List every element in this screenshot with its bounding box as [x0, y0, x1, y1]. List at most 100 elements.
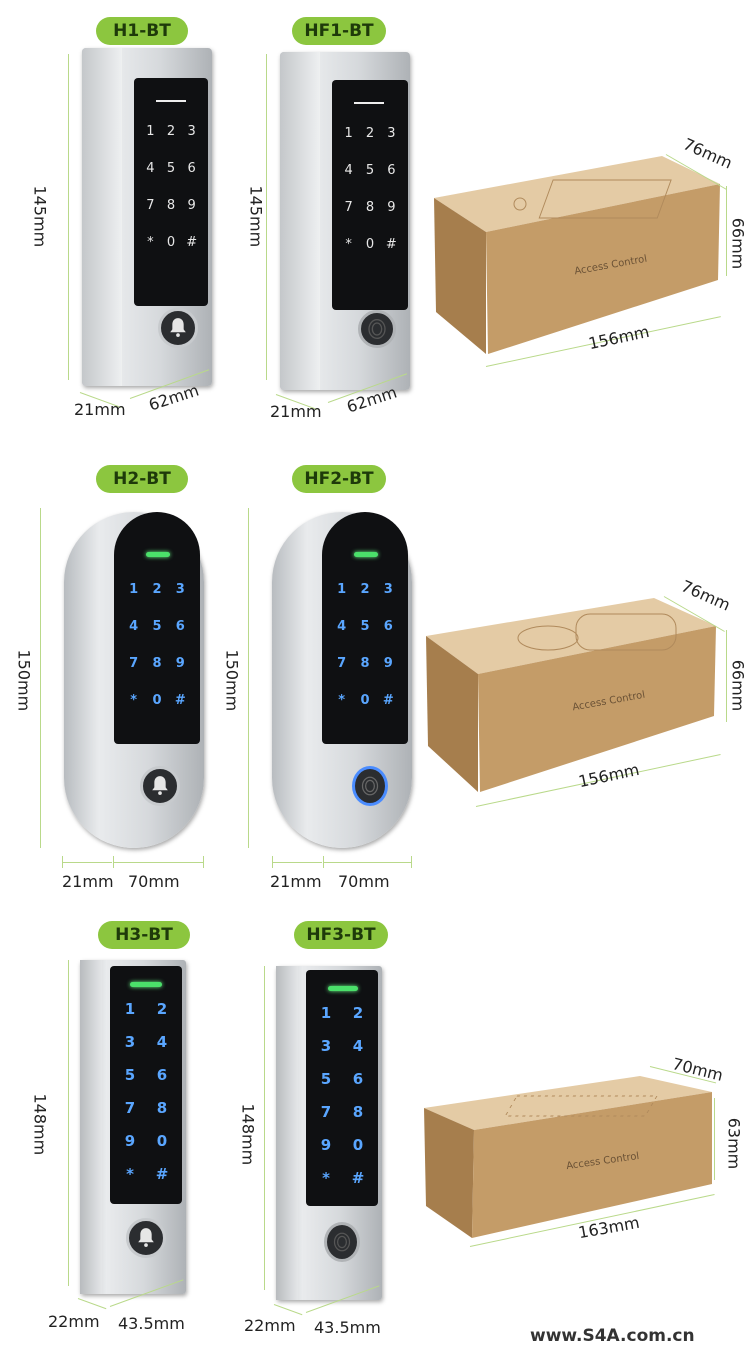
box-height-label: 66mm — [728, 659, 748, 712]
device-h2-bt: 1 2 3 4 5 6 7 8 9 * 0 # — [64, 512, 204, 848]
key: 0 — [365, 237, 375, 252]
key: * — [130, 693, 138, 708]
key: 6 — [352, 1070, 364, 1088]
keypad-panel: 1 2 3 4 5 6 7 8 9 * 0 # — [134, 78, 208, 306]
width-label: 70mm — [338, 872, 390, 891]
keypad: 1 2 3 4 5 6 7 8 9 * 0 # — [338, 126, 402, 274]
model-badge-h1-bt: H1-BT — [96, 17, 188, 45]
height-label: 148mm — [30, 1093, 50, 1156]
doorbell-button — [140, 766, 180, 806]
height-label: 150mm — [222, 649, 242, 712]
key: 2 — [166, 124, 176, 139]
key: 3 — [320, 1037, 332, 1055]
key: 9 — [175, 656, 185, 671]
depth-label: 21mm — [270, 402, 322, 421]
dim-tick — [411, 856, 412, 868]
depth-label: 21mm — [62, 872, 114, 891]
dim-tick — [62, 856, 63, 868]
key: 1 — [124, 1000, 136, 1018]
depth-label: 21mm — [270, 872, 322, 891]
height-line — [68, 54, 69, 380]
dim-tick — [113, 856, 114, 868]
key: 9 — [320, 1136, 332, 1154]
keypad: 1 2 3 4 5 6 7 8 9 0 * # — [114, 1000, 178, 1198]
key: 8 — [152, 656, 162, 671]
box-height-line — [726, 186, 727, 276]
key: * — [147, 235, 154, 250]
box-height-line — [714, 1098, 715, 1180]
dim-tick — [203, 856, 204, 868]
key: 1 — [337, 582, 347, 597]
key: 7 — [337, 656, 347, 671]
key: 9 — [187, 198, 196, 213]
key: 0 — [166, 235, 176, 250]
key: * — [338, 693, 346, 708]
key: 9 — [124, 1132, 136, 1150]
device-hf1-bt: 1 2 3 4 5 6 7 8 9 * 0 # — [280, 52, 410, 390]
key: 1 — [146, 124, 155, 139]
model-badge-h2-bt: H2-BT — [96, 465, 188, 493]
keypad: 1 2 3 4 5 6 7 8 9 * 0 # — [330, 582, 400, 730]
key: 0 — [152, 693, 162, 708]
key: 7 — [146, 198, 155, 213]
keypad: 1 2 3 4 5 6 7 8 9 * 0 # — [140, 124, 202, 272]
key: 9 — [383, 656, 393, 671]
fingerprint-sensor — [358, 310, 396, 348]
depth-line — [77, 1298, 107, 1310]
key: 3 — [175, 582, 185, 597]
keypad-panel: 1 2 3 4 5 6 7 8 9 * 0 # — [332, 80, 408, 310]
key: 0 — [156, 1132, 168, 1150]
key: 6 — [175, 619, 185, 634]
website-url: www.S4A.com.cn — [530, 1326, 695, 1346]
height-label: 148mm — [238, 1103, 258, 1166]
box-height-line — [726, 630, 727, 722]
device-side — [280, 52, 320, 390]
depth-label: 22mm — [244, 1316, 296, 1335]
width-label: 43.5mm — [314, 1318, 381, 1337]
height-line — [40, 508, 41, 848]
key: 0 — [352, 1136, 364, 1154]
box-shape — [434, 156, 720, 354]
device-h1-bt: 1 2 3 4 5 6 7 8 9 * 0 # — [82, 48, 212, 386]
fingerprint-icon — [361, 776, 379, 796]
key: 1 — [320, 1004, 332, 1022]
model-badge-hf3-bt: HF3-BT — [294, 921, 388, 949]
device-hf2-bt: 1 2 3 4 5 6 7 8 9 * 0 # — [272, 512, 412, 848]
key: 5 — [152, 619, 162, 634]
packaging-box: Access Control — [434, 150, 724, 360]
key: 4 — [146, 161, 155, 176]
model-badge-h3-bt: H3-BT — [98, 921, 190, 949]
height-line — [264, 966, 265, 1290]
key: 7 — [320, 1103, 332, 1121]
depth-label: 22mm — [48, 1312, 100, 1331]
height-label: 145mm — [30, 185, 50, 248]
key: * — [322, 1169, 330, 1187]
key: 8 — [352, 1103, 364, 1121]
key: 7 — [344, 200, 353, 215]
packaging-box: Access Control — [424, 1056, 720, 1242]
keypad-panel: 1 2 3 4 5 6 7 8 9 * 0 # — [114, 512, 200, 744]
key: # — [385, 237, 397, 252]
key: 4 — [337, 619, 347, 634]
key: 5 — [166, 161, 176, 176]
dim-tick — [323, 856, 324, 868]
fingerprint-icon — [333, 1232, 351, 1252]
key: 8 — [156, 1099, 168, 1117]
device-hf3-bt: 1 2 3 4 5 6 7 8 9 0 * # — [276, 966, 382, 1300]
device-h3-bt: 1 2 3 4 5 6 7 8 9 0 * # — [80, 960, 186, 1294]
key: 3 — [187, 124, 196, 139]
keypad: 1 2 3 4 5 6 7 8 9 0 * # — [310, 1004, 374, 1202]
device-side — [80, 960, 102, 1294]
key: 2 — [360, 582, 370, 597]
status-led — [328, 986, 358, 991]
key: 7 — [124, 1099, 136, 1117]
model-badge-hf1-bt: HF1-BT — [292, 17, 386, 45]
bell-icon — [152, 776, 168, 795]
key: 2 — [352, 1004, 364, 1022]
device-side — [276, 966, 298, 1300]
key: # — [351, 1169, 365, 1187]
key: # — [186, 235, 198, 250]
key: 4 — [352, 1037, 364, 1055]
key: 9 — [387, 200, 396, 215]
key: * — [345, 237, 352, 252]
